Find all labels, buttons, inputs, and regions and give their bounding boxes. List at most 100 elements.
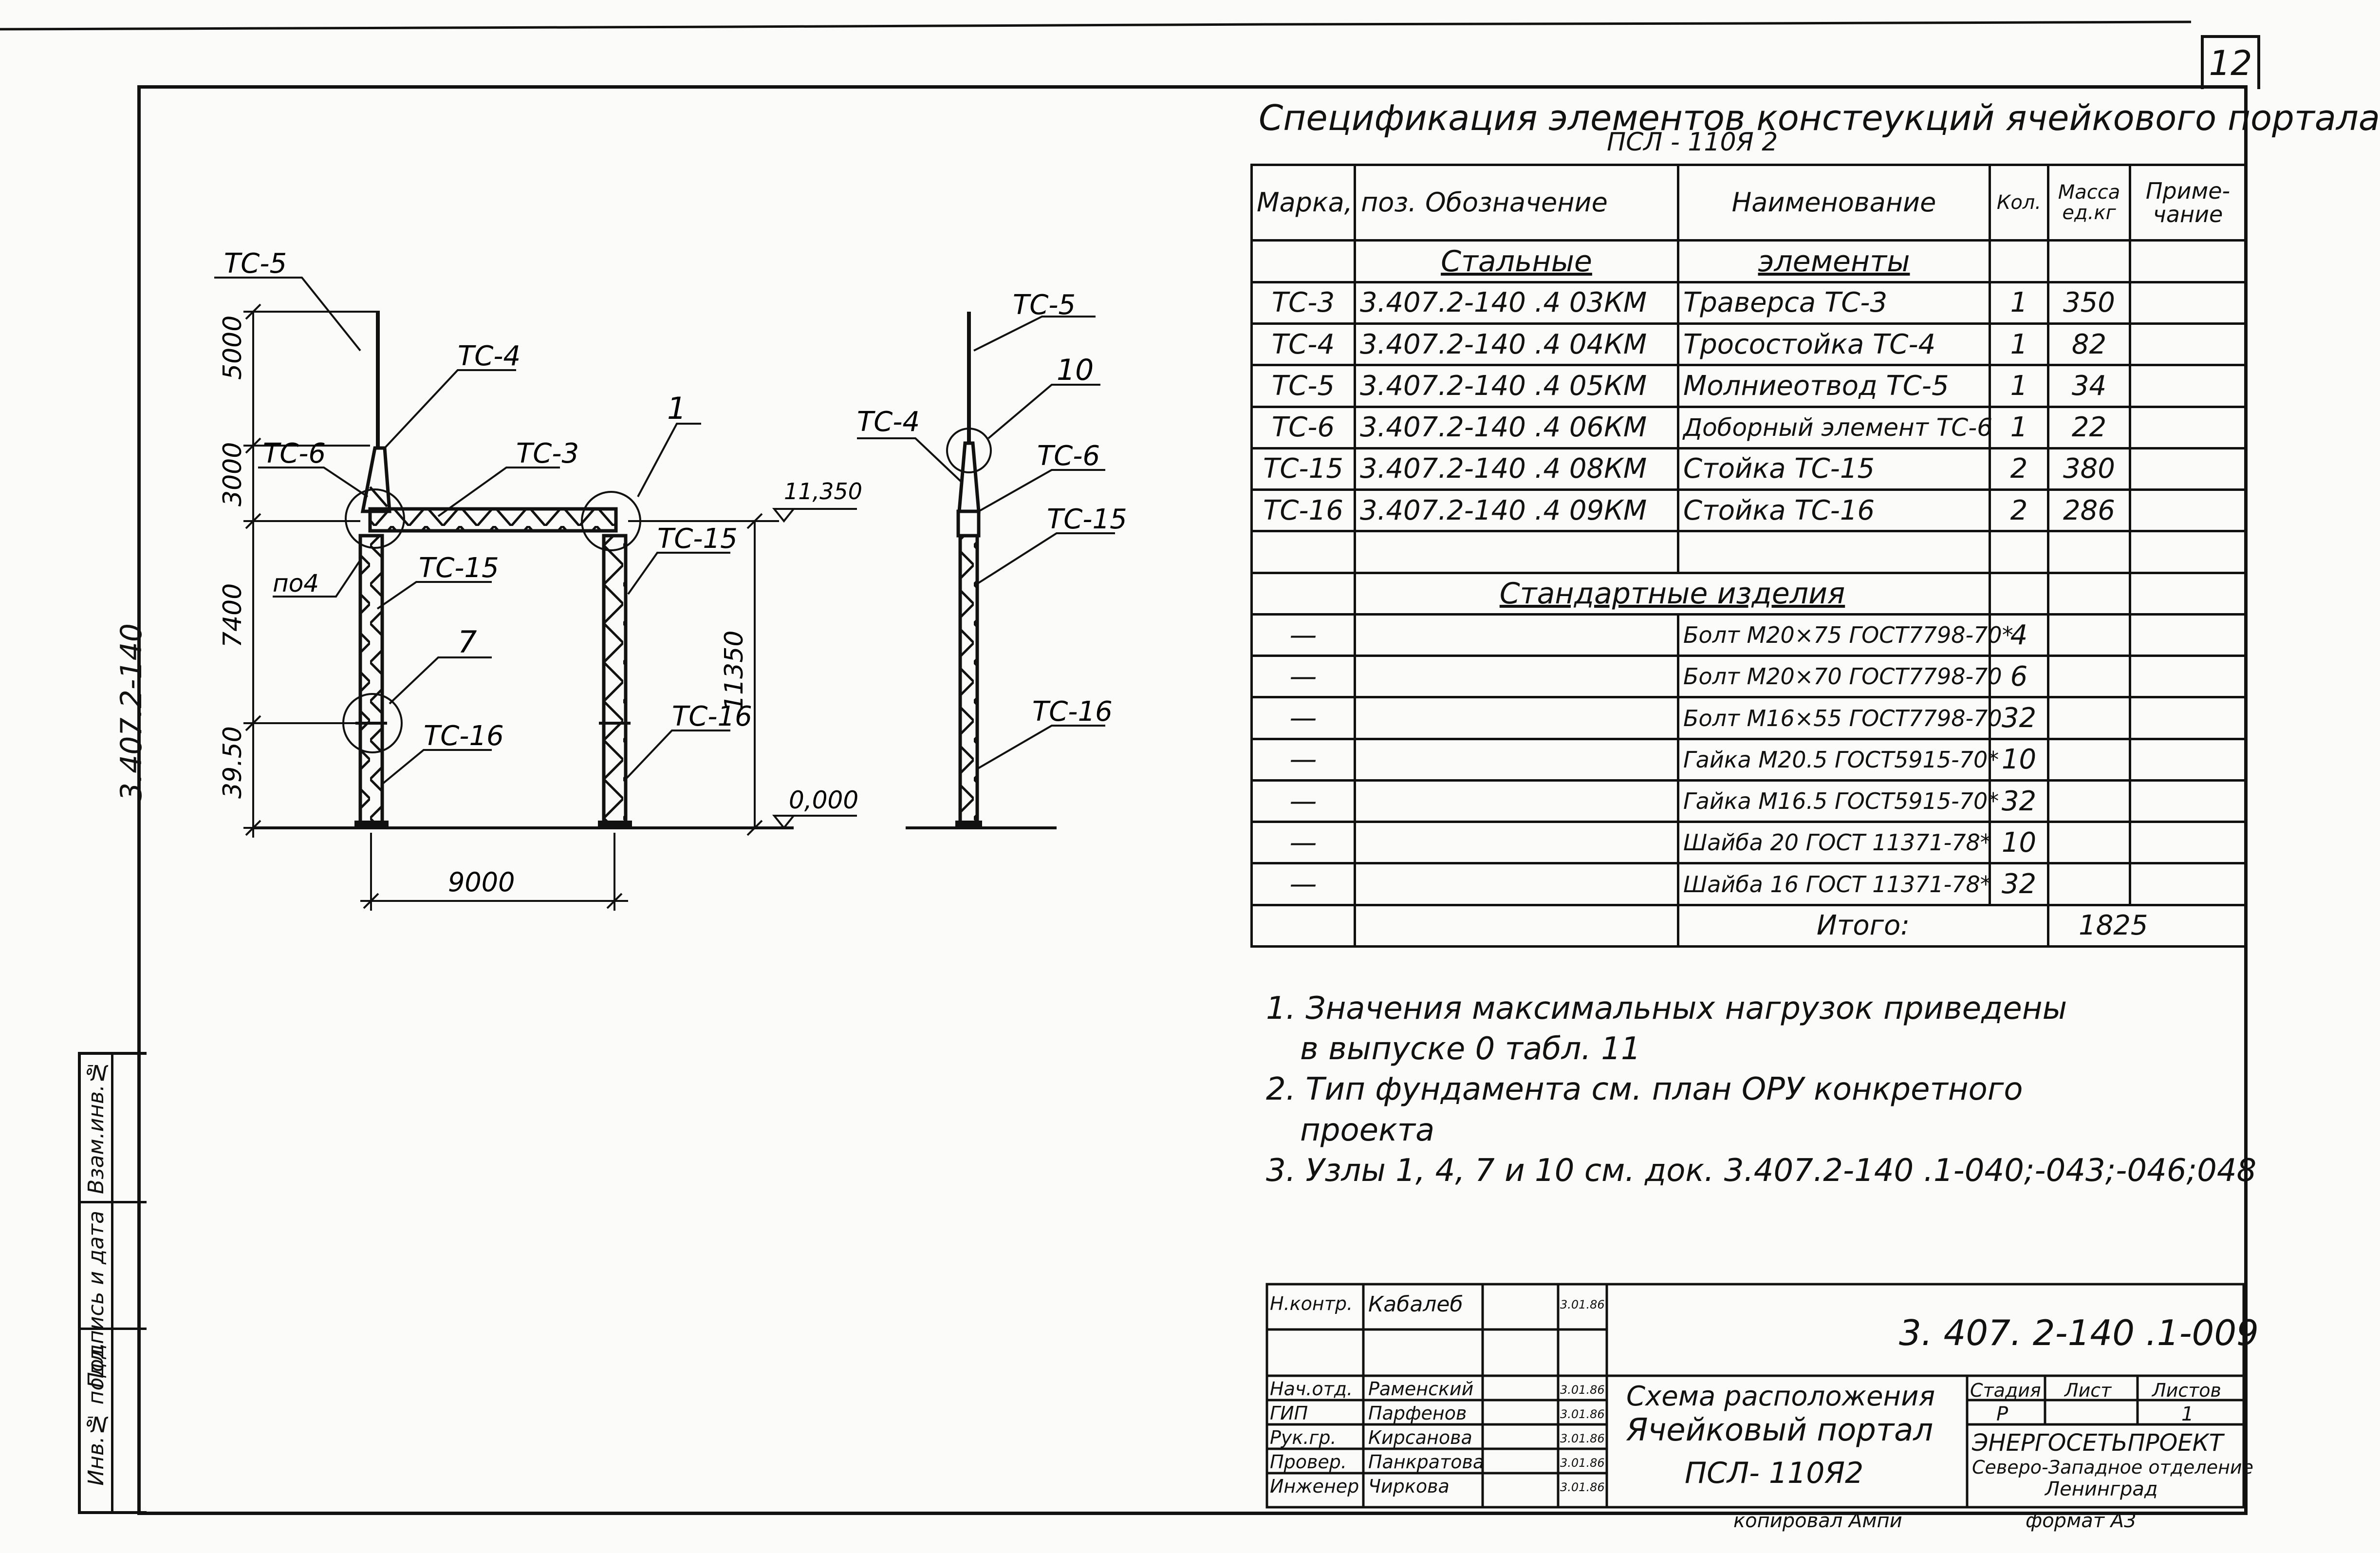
cell-name: Траверса ТС-3	[1677, 281, 1991, 325]
table-row: — Шайба 20 ГОСТ 11371-78* 10	[1250, 821, 2247, 865]
tb-date: 3.01.86	[1560, 1407, 1605, 1421]
tb-role: Нач.отд.	[1270, 1378, 1353, 1400]
cell-qty: 32	[1989, 862, 2049, 906]
cell-name: Молниеотвод ТС-5	[1677, 364, 1991, 408]
cell-mark: —	[1250, 779, 1356, 823]
cell-mass: 34	[2047, 364, 2131, 408]
table-row: ТС-4 3.407.2-140 .4 04КМ Тросостойка ТС-…	[1250, 322, 2247, 367]
tb-name: Парфенов	[1368, 1403, 1467, 1424]
cell-designation: 3.407.2-140 .4 05КМ	[1354, 364, 1679, 408]
cell-mark: ТС-15	[1250, 447, 1356, 491]
header-name: Наименование	[1677, 163, 1991, 242]
label-node1: 1	[667, 391, 686, 426]
cell-qty: 1	[1989, 405, 2049, 449]
cell-designation: 3.407.2-140 .4 08КМ	[1354, 447, 1679, 491]
cell-name: Стойка ТС-16	[1677, 488, 1991, 533]
cell-mark: ТС-5	[1250, 364, 1356, 408]
table-row: — Гайка М20.5 ГОСТ5915-70* 10	[1250, 737, 2247, 782]
total-label: Итого:	[1677, 903, 2049, 948]
cell-qty: 10	[1989, 737, 2049, 782]
footer-copied: копировал Ампй	[1733, 1510, 1902, 1532]
doc-title-1: Схема расположения	[1626, 1381, 1935, 1412]
right-column	[598, 534, 632, 829]
table-row: — Болт М20×75 ГОСТ7798-70* 4	[1250, 613, 2247, 657]
left-column	[354, 534, 389, 829]
cell-mark: —	[1250, 821, 1356, 865]
cell-designation: 3.407.2-140 .4 09КМ	[1354, 488, 1679, 533]
label-ts5-side: ТС-5	[1013, 289, 1076, 321]
table-row: ТС-3 3.407.2-140 .4 03КМ Траверса ТС-3 1…	[1250, 281, 2247, 325]
cell-mark: ТС-6	[1250, 405, 1356, 449]
tb-name: Чиркова	[1368, 1476, 1450, 1497]
cell-mark: —	[1250, 696, 1356, 740]
cell-mass: 380	[2047, 447, 2131, 491]
label-ts4-side: ТС-4	[857, 406, 920, 438]
cell-mass: 286	[2047, 488, 2131, 533]
portal-drawing: 5000 3000 7400 39.50 11350 11,350 0,000 …	[214, 248, 1127, 911]
table-row: — Болт М16×55 ГОСТ7798-70 32	[1250, 696, 2247, 740]
label-po4: по4	[273, 569, 319, 598]
table-row: ТС-15 3.407.2-140 .4 08КМ Стойка ТС-15 2…	[1250, 447, 2247, 491]
note-line: в выпуске 0 табл. 11	[1300, 1031, 1641, 1067]
label-ts3-front: ТС-3	[516, 438, 579, 469]
cell-name: Болт М20×70 ГОСТ7798-70	[1677, 655, 2002, 699]
cell-name: Шайба 16 ГОСТ 11371-78*	[1677, 862, 1991, 906]
label-ts15-front: ТС-15	[419, 552, 499, 584]
cell-qty: 1	[1989, 364, 2049, 408]
cell-name: Стойка ТС-15	[1677, 447, 1991, 491]
tb-date: 3.01.86	[1560, 1298, 1605, 1311]
table-row: — Шайба 16 ГОСТ 11371-78* 32	[1250, 862, 2247, 906]
sheets-label: Листов	[2152, 1380, 2221, 1401]
cell-mass: 22	[2047, 405, 2131, 449]
tb-date: 3.01.86	[1560, 1456, 1605, 1470]
title-block: Н.контр. Нач.отд. ГИП Рук.гр. Провер. Ин…	[1265, 1283, 2259, 1509]
table-row: — Болт М20×70 ГОСТ7798-70 6	[1250, 655, 2247, 699]
table-row: ТС-5 3.407.2-140 .4 05КМ Молниеотвод ТС-…	[1250, 364, 2247, 408]
side-view	[906, 312, 1057, 829]
table-row: — Гайка М16.5 ГОСТ5915-70* 32	[1250, 779, 2247, 823]
label-node7: 7	[458, 624, 477, 660]
dim-11350: 11350	[720, 631, 749, 711]
header-designation: Обозначение	[1354, 163, 1679, 242]
cell-qty: 10	[1989, 821, 2049, 865]
cell-qty: 2	[1989, 488, 2049, 533]
total-value: 1825	[2047, 903, 2247, 948]
sheets-value: 1	[2181, 1403, 2194, 1425]
tb-role: Инженер	[1270, 1476, 1359, 1497]
dim-9000: 9000	[448, 867, 515, 898]
cell-designation: 3.407.2-140 .4 04КМ	[1354, 322, 1679, 367]
cell-name: Болт М16×55 ГОСТ7798-70	[1677, 696, 2002, 740]
section-standard: Стандартные изделия	[1354, 571, 1991, 616]
header-mark: Марка, поз.	[1250, 163, 1416, 242]
cell-qty: 4	[1989, 613, 2049, 657]
sheet-label: Лист	[2064, 1380, 2112, 1401]
side-rail-inv: Инв.№ подл.	[84, 1342, 109, 1486]
top-edge-line	[0, 20, 2192, 31]
label-ts16-front: ТС-16	[424, 720, 504, 752]
page-number: 12	[2209, 43, 2252, 83]
cell-mass: 82	[2047, 322, 2131, 367]
spec-table: Марка, поз. Обозначение Наименование Кол…	[1250, 163, 2247, 948]
stage-label: Стадия	[1970, 1380, 2041, 1401]
section-cell-empty	[1250, 239, 1356, 283]
tb-role: Провер.	[1270, 1451, 1347, 1473]
node-4-circle	[345, 488, 405, 549]
label-ts16-right: ТС-16	[672, 701, 752, 732]
label-ts6-side: ТС-6	[1037, 440, 1100, 472]
dim-7400: 7400	[218, 583, 247, 648]
cell-qty: 6	[1989, 655, 2049, 699]
cell-qty: 2	[1989, 447, 2049, 491]
cell-mark: —	[1250, 655, 1356, 699]
cell-qty: 1	[1989, 281, 2049, 325]
ts4-cap	[360, 446, 391, 513]
level-top: 11,350	[784, 478, 862, 505]
cell-mark: ТС-16	[1250, 488, 1356, 533]
cell-designation: 3.407.2-140 .4 03КМ	[1354, 281, 1679, 325]
dim-3950: 39.50	[218, 726, 247, 799]
label-ts4-front: ТС-4	[458, 340, 521, 372]
tb-date: 3.01.86	[1560, 1480, 1605, 1494]
label-ts16-side: ТС-16	[1032, 696, 1113, 728]
tb-role: ГИП	[1270, 1403, 1308, 1424]
dim-3000: 3000	[218, 442, 247, 506]
note-line: проекта	[1300, 1112, 1435, 1148]
